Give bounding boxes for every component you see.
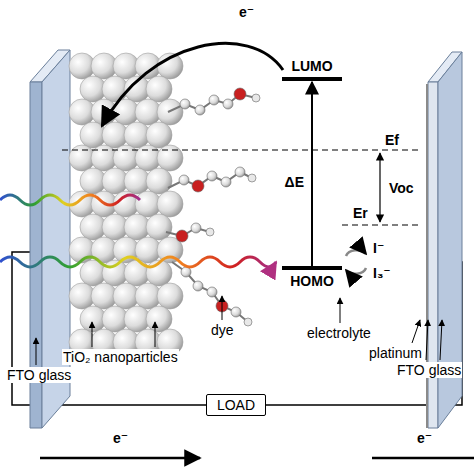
pointer-arrow (222, 296, 223, 320)
dye-atoms (252, 94, 260, 102)
redox-cycle (346, 268, 366, 274)
dye-atoms (193, 281, 203, 291)
dye-atoms (206, 228, 214, 236)
electron-label: e⁻ (416, 430, 433, 446)
dye-atoms (231, 307, 241, 317)
part-label: platinum (368, 345, 423, 361)
dye-atoms (176, 230, 188, 242)
edge-label: ΔE (285, 174, 304, 190)
dye-atoms (248, 174, 256, 182)
node-text: LOAD (217, 397, 255, 413)
energy-level-line (62, 149, 420, 150)
dye-atoms (209, 95, 219, 105)
load-box: LOAD (206, 394, 266, 416)
dye-atoms (244, 318, 252, 326)
dye-atoms (207, 171, 217, 181)
circuit-wire (12, 252, 462, 405)
dye-atoms (195, 105, 205, 115)
pointer-arrow (426, 320, 428, 360)
pointer-arrow (340, 298, 341, 323)
electron-label: e⁻ (112, 430, 129, 446)
dye-atoms (207, 287, 217, 297)
dye-molecule (172, 262, 248, 322)
dye-atoms (192, 180, 204, 192)
nanoparticle (157, 283, 183, 309)
electron-label: e⁻ (238, 4, 255, 20)
pointer-arrow (92, 322, 93, 347)
electron-flow-arrow (372, 457, 474, 460)
nanoparticle (146, 76, 172, 102)
ion-label: I₃⁻ (372, 265, 392, 281)
dye-atoms (191, 223, 201, 233)
nanoparticle (157, 191, 183, 217)
part-label: FTO glass (396, 362, 462, 378)
dye-molecule (166, 94, 256, 322)
energy-level-line (342, 224, 420, 225)
part-label: TiO₂ nanoparticles (62, 349, 179, 365)
nanoparticle (146, 306, 172, 332)
homo-level: HOMO (282, 266, 342, 289)
energy-gap-arrow (311, 82, 313, 266)
part-label: FTO glass (6, 367, 72, 383)
pointer-arrow (36, 296, 442, 365)
nanoparticle (146, 214, 172, 240)
dye-atoms (181, 267, 191, 277)
part-label: electrolyte (306, 325, 372, 341)
dye-atoms (223, 99, 233, 109)
part-label: dye (210, 322, 235, 338)
nanoparticle (146, 122, 172, 148)
dye-atoms (176, 88, 260, 326)
nanoparticle (146, 168, 172, 194)
dye-atoms (234, 88, 246, 100)
tio2-nanoparticles (69, 53, 183, 355)
dye-atoms (180, 99, 190, 109)
pointer-arrow (155, 322, 156, 347)
pointer-arrow (440, 320, 442, 360)
circuit-wire (12, 252, 462, 405)
energy-level-label: Ef (384, 132, 400, 148)
light-wave (0, 257, 276, 267)
electron-injection-arrow (102, 43, 283, 126)
redox-cycle (346, 250, 366, 256)
dye-atoms (235, 167, 245, 177)
energy-level-label: Er (352, 205, 369, 221)
node-text: LUMO (282, 58, 342, 74)
lumo-level: LUMO (282, 58, 342, 81)
ion-label: I⁻ (372, 240, 385, 256)
electron-flow-arrow (40, 457, 474, 460)
pointer-arrow (412, 320, 420, 343)
light-wave (0, 195, 276, 267)
nanoparticle (157, 145, 183, 171)
light-wave (0, 195, 140, 205)
dye-atoms (179, 175, 189, 185)
voltage-label: Voc (388, 180, 415, 196)
dye-atoms (221, 177, 231, 187)
voc-arrow (379, 153, 380, 222)
node-text: HOMO (282, 273, 342, 289)
electron-flow-arrow (40, 457, 200, 460)
redox-cycle (346, 250, 366, 274)
energy-level-line (62, 150, 420, 225)
pointer-arrow (36, 338, 37, 365)
